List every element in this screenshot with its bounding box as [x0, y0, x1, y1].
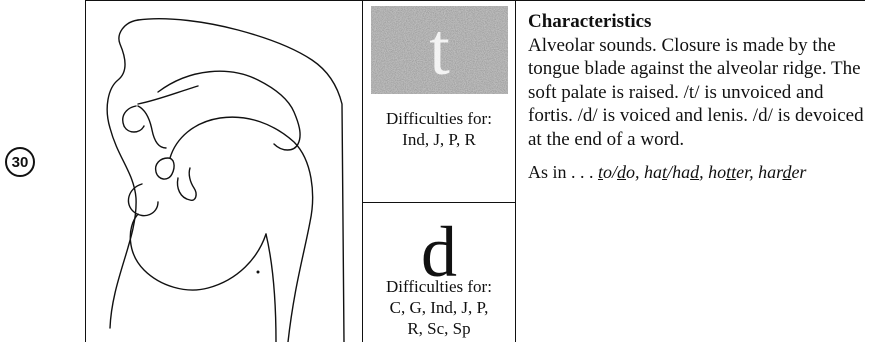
pharynx-wall: [137, 18, 345, 342]
tongue-tip-curl: [176, 167, 197, 201]
example-harder: harder: [758, 162, 807, 182]
vocal-tract-diagram: [106, 18, 345, 342]
d-symbol: d: [364, 213, 514, 291]
tongue: [169, 116, 314, 342]
hyoid-dot: [256, 270, 260, 274]
d-difficulties-label: Difficulties for:: [386, 277, 492, 296]
t-difficulties-label: Difficulties for:: [386, 109, 492, 128]
t-difficulties: Difficulties for: Ind, J, P, R: [364, 108, 514, 150]
d-difficulties-groups-line2: R, Sc, Sp: [407, 319, 471, 338]
row-divider: [363, 202, 515, 203]
characteristics-heading: Characteristics: [528, 11, 652, 32]
face-profile: [106, 19, 139, 329]
characteristics-body: Alveolar sounds. Closure is made by the …: [528, 34, 864, 150]
velum: [157, 70, 301, 151]
lower-teeth: [154, 157, 175, 180]
upper-teeth: [137, 105, 167, 149]
table-left-border: [85, 0, 86, 342]
nasal-floor: [137, 85, 199, 105]
unit-number-badge: 30: [5, 147, 35, 177]
d-symbol-text: d: [421, 212, 457, 292]
example-hat-had: hat/had,: [644, 162, 709, 182]
upper-lip: [122, 105, 145, 133]
table-top-border: [85, 0, 865, 1]
as-in-lead: As in . . .: [528, 162, 599, 182]
lower-lip: [127, 183, 159, 217]
d-difficulties-groups-line1: C, G, Ind, J, P,: [389, 298, 489, 317]
t-difficulties-groups: Ind, J, P, R: [402, 130, 476, 149]
t-symbol: t: [371, 6, 508, 94]
t-symbol-noise-background: [371, 6, 508, 94]
column-divider-1: [362, 0, 363, 342]
unit-number: 30: [11, 153, 29, 171]
d-difficulties: Difficulties for: C, G, Ind, J, P, R, Sc…: [364, 276, 514, 339]
characteristics-panel: Characteristics Alveolar sounds. Closure…: [528, 10, 868, 184]
example-to-do: to/do,: [598, 162, 645, 182]
example-hotter: hotter,: [708, 162, 759, 182]
as-in-examples: As in . . . to/do, hat/had, hotter, hard…: [528, 161, 868, 184]
column-divider-2: [515, 0, 516, 342]
chin-jaw: [129, 213, 267, 291]
t-symbol-text: t: [429, 9, 450, 91]
larynx-front: [265, 233, 277, 342]
